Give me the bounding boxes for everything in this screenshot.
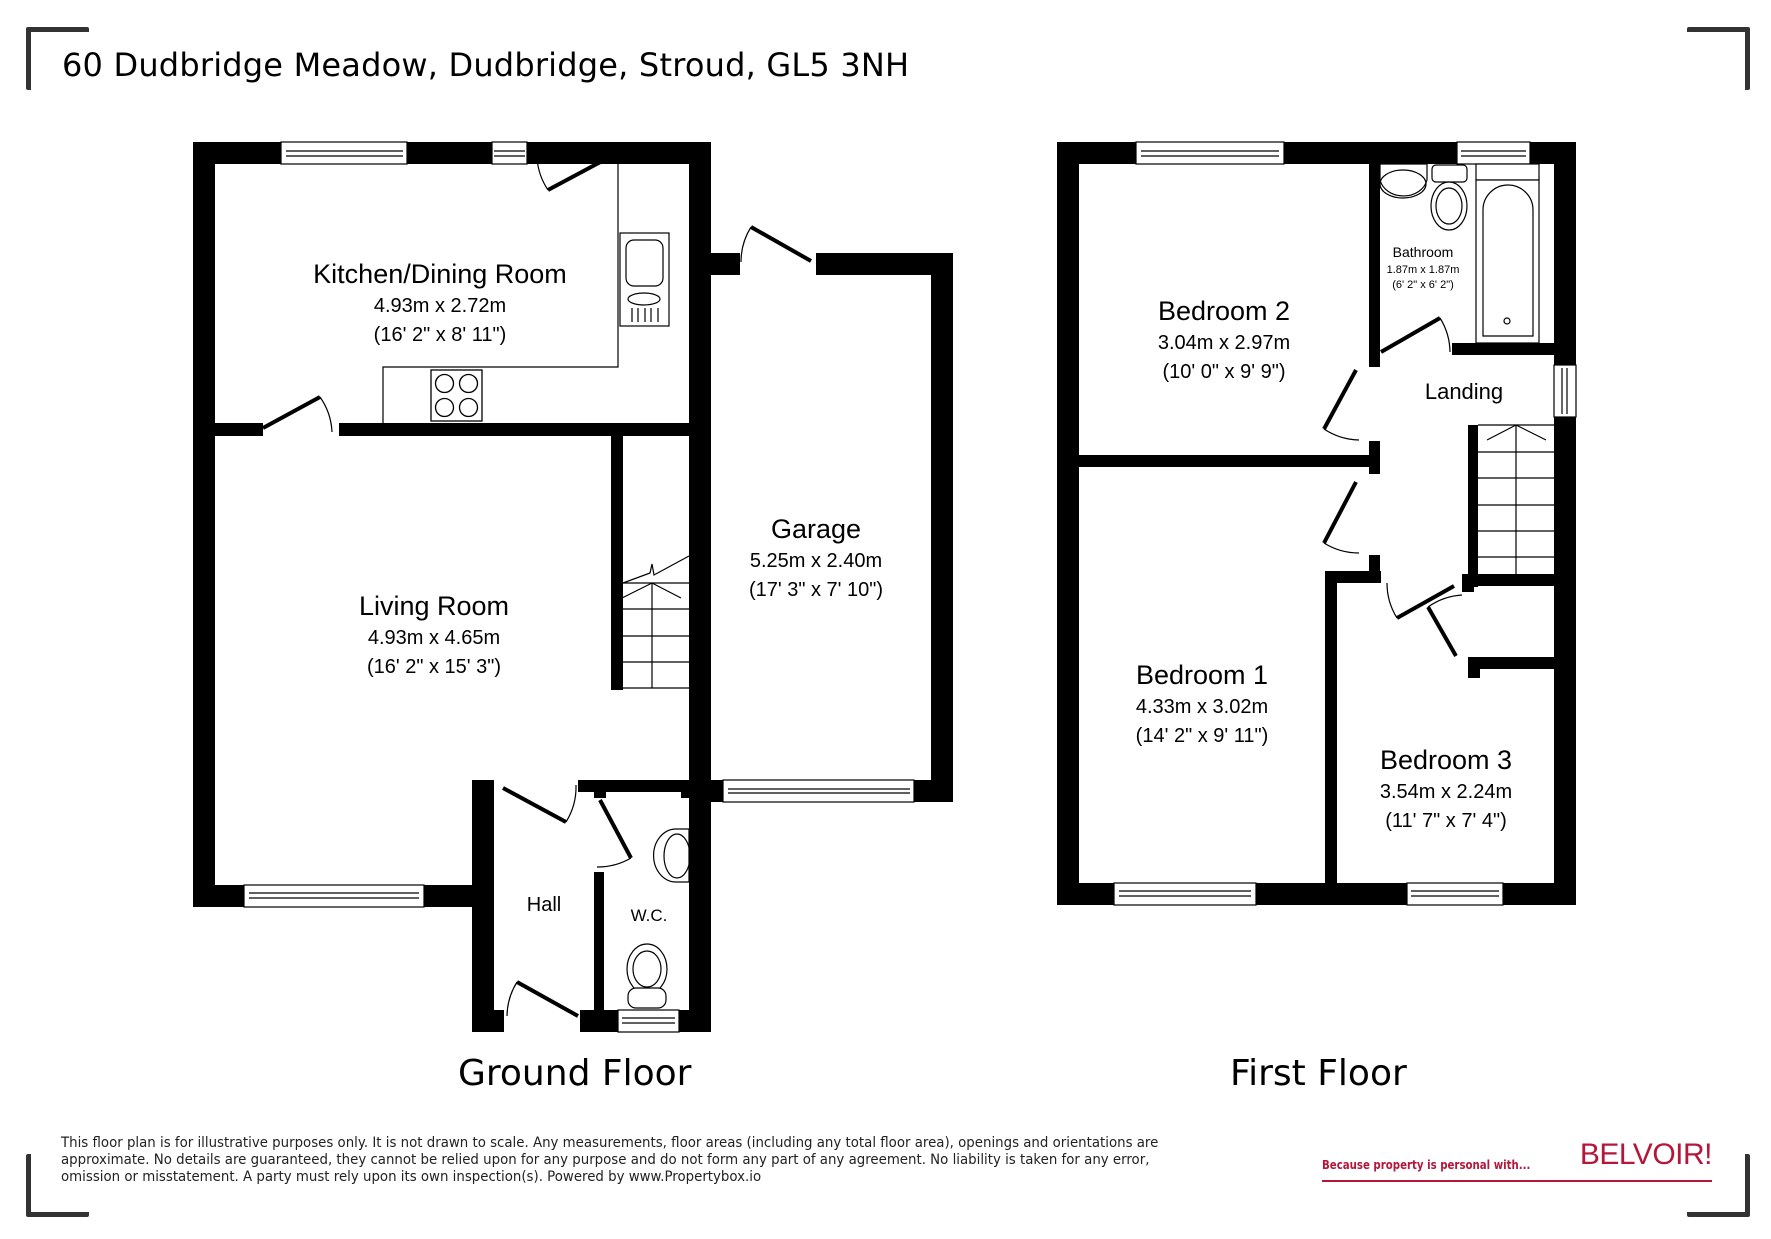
room-name-living: Living Room	[359, 591, 509, 621]
room-imperial-bedroom-1: (14' 2" x 9' 11")	[1136, 725, 1269, 747]
kitchen-worktops	[382, 164, 670, 423]
disclaimer-text: This floor plan is for illustrative purp…	[61, 1135, 1165, 1186]
room-metric-bedroom-3: 3.54m x 2.24m	[1380, 781, 1512, 803]
room-name-bedroom-2: Bedroom 2	[1158, 296, 1290, 326]
room-imperial-garage: (17' 3" x 7' 10")	[749, 579, 883, 601]
disclaimer-line: This floor plan is for illustrative purp…	[61, 1135, 1159, 1151]
room-name-landing: Landing	[1425, 379, 1503, 404]
first-floor-windows	[1113, 141, 1577, 906]
first-floor-label: First Floor	[1230, 1053, 1407, 1094]
bathroom-fittings	[1379, 163, 1540, 344]
room-name-wc: W.C.	[631, 906, 668, 925]
first-floor-walls	[1057, 142, 1576, 905]
ground-floor-stairs	[621, 555, 690, 689]
corner-mark-top-left	[26, 27, 89, 90]
room-name-kitchen: Kitchen/Dining Room	[313, 259, 567, 289]
corner-mark-bottom-right	[1687, 1154, 1750, 1217]
ground-floor-label: Ground Floor	[458, 1053, 692, 1094]
ground-floor-plan: Kitchen/Dining Room 4.93m x 2.72m (16' 2…	[193, 141, 953, 1033]
hob-icon	[430, 369, 483, 422]
first-floor-doors	[1322, 316, 1463, 657]
ground-floor-doors	[262, 157, 812, 1018]
agent-branding: Because property is personal with... BEL…	[1322, 1138, 1713, 1182]
room-name-bedroom-3: Bedroom 3	[1380, 745, 1512, 775]
wc-fittings	[626, 828, 691, 1009]
room-imperial-bathroom: (6' 2" x 6' 2")	[1392, 279, 1454, 291]
first-floor-room-labels: Bedroom 2 3.04m x 2.97m (10' 0" x 9' 9")…	[1136, 244, 1512, 832]
brand-tagline: Because property is personal with...	[1322, 1158, 1531, 1172]
corner-mark-top-right	[1687, 27, 1750, 90]
room-metric-bedroom-1: 4.33m x 3.02m	[1136, 696, 1268, 718]
room-imperial-bedroom-2: (10' 0" x 9' 9")	[1163, 361, 1286, 383]
room-name-bathroom: Bathroom	[1393, 244, 1454, 260]
room-metric-living: 4.93m x 4.65m	[368, 627, 500, 649]
room-name-hall: Hall	[527, 894, 561, 916]
room-name-bedroom-1: Bedroom 1	[1136, 660, 1268, 690]
disclaimer-line: approximate. No details are guaranteed, …	[61, 1152, 1150, 1168]
room-metric-bathroom: 1.87m x 1.87m	[1387, 264, 1460, 276]
room-metric-garage: 5.25m x 2.40m	[750, 550, 882, 572]
room-metric-bedroom-2: 3.04m x 2.97m	[1158, 332, 1290, 354]
ground-floor-room-labels: Kitchen/Dining Room 4.93m x 2.72m (16' 2…	[313, 259, 883, 925]
room-imperial-living: (16' 2" x 15' 3")	[367, 656, 501, 678]
room-name-garage: Garage	[771, 514, 861, 544]
corner-mark-bottom-left	[26, 1154, 89, 1217]
property-address-title: 60 Dudbridge Meadow, Dudbridge, Stroud, …	[62, 46, 910, 84]
first-floor-stairs	[1478, 424, 1554, 574]
room-imperial-kitchen: (16' 2" x 8' 11")	[374, 324, 507, 346]
room-metric-kitchen: 4.93m x 2.72m	[374, 295, 506, 317]
room-imperial-bedroom-3: (11' 7" x 7' 4")	[1385, 810, 1507, 832]
first-floor-plan: Bedroom 2 3.04m x 2.97m (10' 0" x 9' 9")…	[1057, 141, 1577, 906]
disclaimer-line: omission or misstatement. A party must r…	[61, 1169, 762, 1185]
ground-floor-windows	[243, 141, 915, 1033]
brand-logo: BELVOIR!	[1579, 1138, 1713, 1171]
